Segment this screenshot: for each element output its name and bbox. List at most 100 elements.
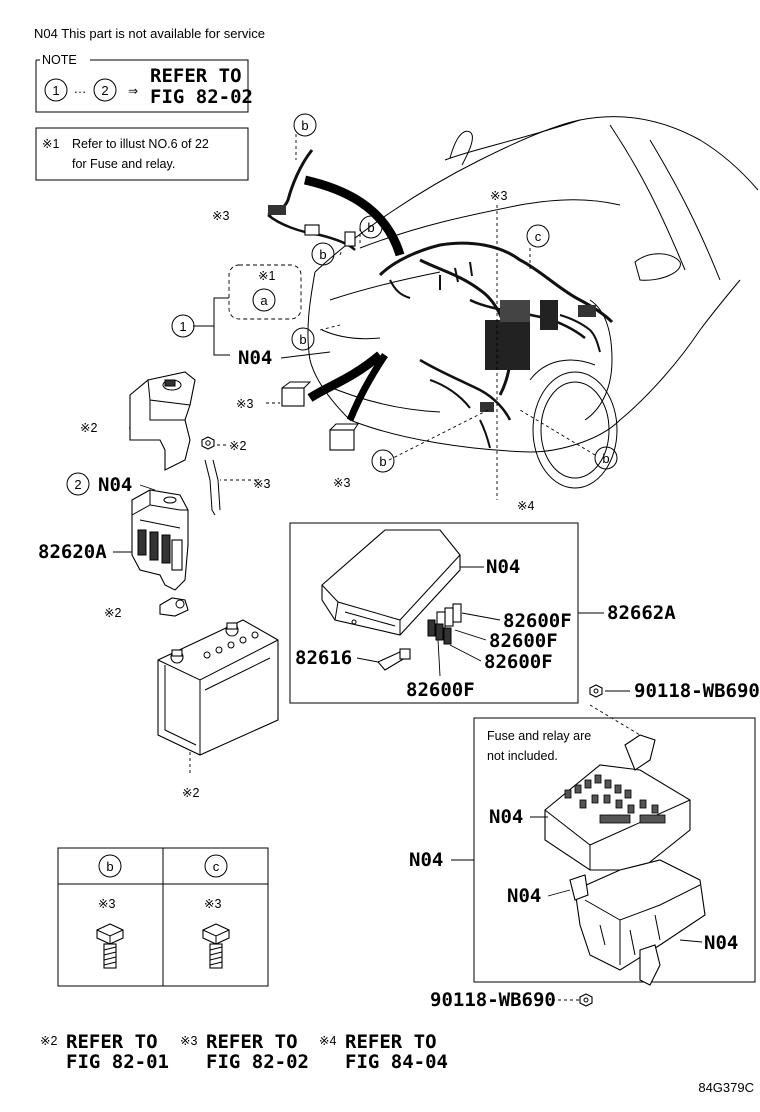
svg-text:※1: ※1 [258, 269, 275, 283]
arrow-icon: ⇒ [128, 84, 138, 98]
callout-b-5: b [371, 449, 395, 473]
svg-text:REFER TO: REFER TO [66, 1031, 158, 1053]
cable-part [204, 459, 221, 516]
table-mark-b: ※3 [98, 897, 115, 911]
mark2-label-battery: ※2 [182, 786, 199, 800]
availability-notice: N04 This part is not available for servi… [34, 26, 265, 41]
footer-ref-1: ※2 REFER TO FIG 82-01 [40, 1031, 169, 1073]
mark3-label-connector: ※3 [236, 397, 253, 411]
fuse-note-line1: Refer to illust NO.6 of 22 [72, 137, 209, 151]
mark3-label-connector2: ※3 [333, 476, 350, 490]
note-box: NOTE 1 … 2 ⇒ REFER TO FIG 82-02 [35, 53, 253, 113]
connector-part [281, 381, 359, 451]
fuse-box-note-line1: Fuse and relay are [487, 729, 591, 743]
leader-arrow-upper [303, 175, 405, 257]
callout-b-3: b [311, 242, 335, 266]
mark2-label-nut: ※2 [229, 439, 246, 453]
svg-text:2: 2 [101, 83, 108, 98]
note-refer-line1: REFER TO [150, 65, 242, 87]
svg-text:FIG 82-02: FIG 82-02 [206, 1051, 309, 1073]
fusible-link-block [131, 489, 189, 591]
svg-text:…: … [74, 81, 87, 96]
label-82600F-1: 82600F [503, 610, 572, 632]
svg-text:b: b [301, 118, 308, 133]
bolt-90118-top [589, 684, 630, 698]
leader-lines [128, 134, 641, 1001]
relay-block-assembly [473, 717, 756, 986]
label-90118-top: 90118-WB690 [634, 680, 760, 702]
circle-callout-1 [171, 314, 195, 338]
svg-text:※4: ※4 [319, 1034, 336, 1048]
label-82600F-3: 82600F [484, 651, 553, 673]
svg-text:a: a [260, 293, 268, 308]
svg-text:N04: N04 [98, 474, 132, 496]
mark4-label: ※4 [517, 499, 534, 513]
svg-text:FIG 84-04: FIG 84-04 [345, 1051, 448, 1073]
label-90118-bottom: 90118-WB690 [430, 989, 556, 1011]
label-n04-cover: N04 [486, 556, 520, 578]
svg-text:1: 1 [52, 83, 59, 98]
callout-2-n04: 2 N04 [66, 472, 156, 496]
svg-text:※3: ※3 [180, 1034, 197, 1048]
fuse-note-line2: for Fuse and relay. [72, 157, 175, 171]
callout-b-6: b [594, 446, 618, 470]
bolt-b-part [96, 923, 124, 969]
svg-text:1: 1 [179, 319, 186, 334]
label-n04-case: N04 [704, 932, 738, 954]
bolt-90118-bottom [579, 993, 593, 1007]
svg-text:b: b [367, 220, 374, 235]
mark3-label-cable: ※3 [253, 477, 270, 491]
svg-text:b: b [602, 451, 609, 466]
svg-text:※2: ※2 [40, 1034, 57, 1048]
bolt-c-part [202, 923, 230, 969]
svg-text:2: 2 [74, 477, 81, 492]
battery-clamp-part [159, 597, 189, 617]
fastener-table: b c ※3 ※3 [57, 847, 269, 987]
label-n04-assembly: N04 [409, 849, 443, 871]
label-82662A: 82662A [607, 602, 676, 624]
harness-branch-upper [267, 149, 356, 251]
note-refer-line2: FIG 82-02 [150, 86, 253, 108]
fuse-box-note-line2: not included. [487, 749, 558, 763]
mark2-label-clamp: ※2 [104, 606, 121, 620]
callout-b-4: b [291, 327, 315, 351]
fuse-puller-part [377, 648, 411, 671]
callout-a-group: ※1 a 1 [171, 264, 302, 356]
mark3-label-top: ※3 [490, 189, 507, 203]
battery-terminal-cover [129, 371, 196, 471]
label-82600F-4: 82600F [406, 679, 475, 701]
callout-c: c [526, 224, 550, 248]
svg-text:b: b [319, 247, 326, 262]
label-82620A: 82620A [38, 541, 107, 563]
svg-text:c: c [535, 229, 542, 244]
svg-text:b: b [299, 332, 306, 347]
callout-b-2: b [359, 215, 383, 239]
engine-room-wire-harness [378, 241, 614, 449]
note-title: NOTE [42, 53, 77, 67]
table-col-c: c [213, 859, 220, 874]
svg-text:b: b [379, 454, 386, 469]
label-n04-fusebox: N04 [489, 806, 523, 828]
label-n04-bracket: N04 [507, 885, 541, 907]
circle-callout-1 [44, 78, 68, 102]
leader-arrow-lower2 [346, 353, 388, 422]
fuse-parts [427, 603, 462, 645]
vehicle-engine-bay-illustration [307, 116, 759, 489]
circle-callout-2 [93, 78, 117, 102]
footer-ref-3: ※4 REFER TO FIG 84-04 [319, 1031, 448, 1073]
callout-b-1: b [293, 113, 317, 137]
illustration-code: 84G379C [698, 1080, 754, 1095]
fuse-note-box: ※1 Refer to illust NO.6 of 22 for Fuse a… [35, 127, 249, 181]
footer-ref-2: ※3 REFER TO FIG 82-02 [180, 1031, 309, 1073]
table-mark-c: ※3 [204, 897, 221, 911]
leader-arrow-lower [307, 351, 383, 402]
table-col-b: b [106, 859, 113, 874]
nut-part [201, 436, 215, 450]
mark2-label-cover: ※2 [80, 421, 97, 435]
svg-text:FIG 82-01: FIG 82-01 [66, 1051, 169, 1073]
label-n04-main: N04 [238, 347, 272, 369]
relay-block-cover-group [289, 522, 579, 704]
label-82600F-2: 82600F [489, 630, 558, 652]
svg-text:REFER TO: REFER TO [345, 1031, 437, 1053]
